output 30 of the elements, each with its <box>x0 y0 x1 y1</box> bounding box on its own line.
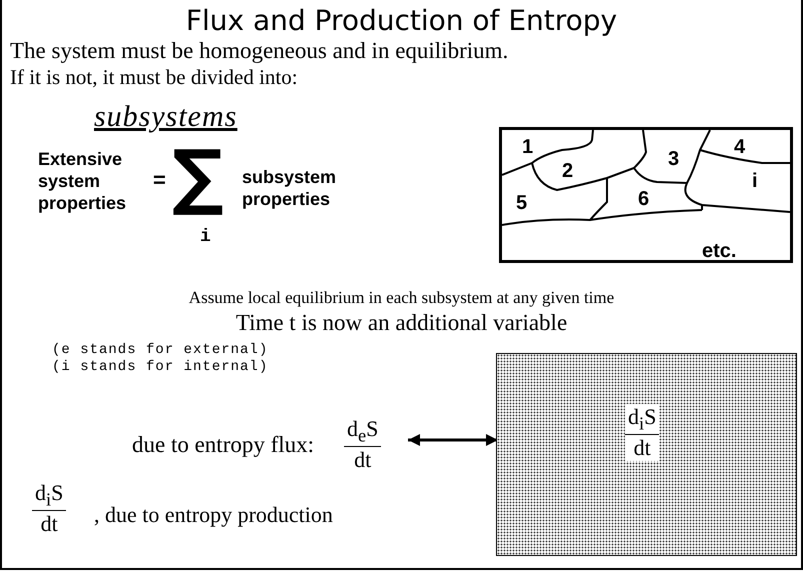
region-number: 2 <box>562 160 574 182</box>
equation-text: subsystem properties <box>242 166 338 210</box>
region-number: etc. <box>702 240 736 262</box>
note-text: (i stands for internal) <box>52 360 268 376</box>
region-number: 1 <box>522 136 534 158</box>
fraction-denominator: dt <box>632 435 652 461</box>
region-number: 5 <box>516 192 528 214</box>
sum-index: i <box>200 228 211 248</box>
equation-text: = <box>153 168 166 192</box>
double-arrow <box>408 434 498 446</box>
fraction-numerator: d$_{i}$S <box>625 404 660 436</box>
region-number: 4 <box>734 136 746 158</box>
body-text: The system must be homogeneous and in equilibrium. <box>10 38 508 64</box>
body-text: due to entropy flux: <box>132 432 314 458</box>
fraction-denominator: dt <box>353 447 372 473</box>
region-number: 3 <box>668 148 680 170</box>
title: Flux and Production of Entropy <box>184 6 618 37</box>
note-text: (e stands for external) <box>52 343 268 358</box>
region-number: 6 <box>638 188 650 210</box>
equation-text: Extensive system properties <box>38 148 128 214</box>
body-text: Time t is now an additional variable <box>234 310 568 336</box>
fraction-denominator: dt <box>40 511 59 537</box>
body-text: , due to entropy production <box>94 503 333 528</box>
body-text: If it is not, it must be divided into: <box>10 66 298 90</box>
fraction-numerator: d$_{e}$S <box>344 416 382 448</box>
region-number: i <box>752 170 758 192</box>
stippled-box <box>496 353 797 556</box>
fraction-numerator: d$_{i}$S <box>32 480 66 512</box>
body-text: Assume local equilibrium in each subsystem at any given time <box>188 289 616 308</box>
heading-text: subsystems <box>94 100 238 133</box>
